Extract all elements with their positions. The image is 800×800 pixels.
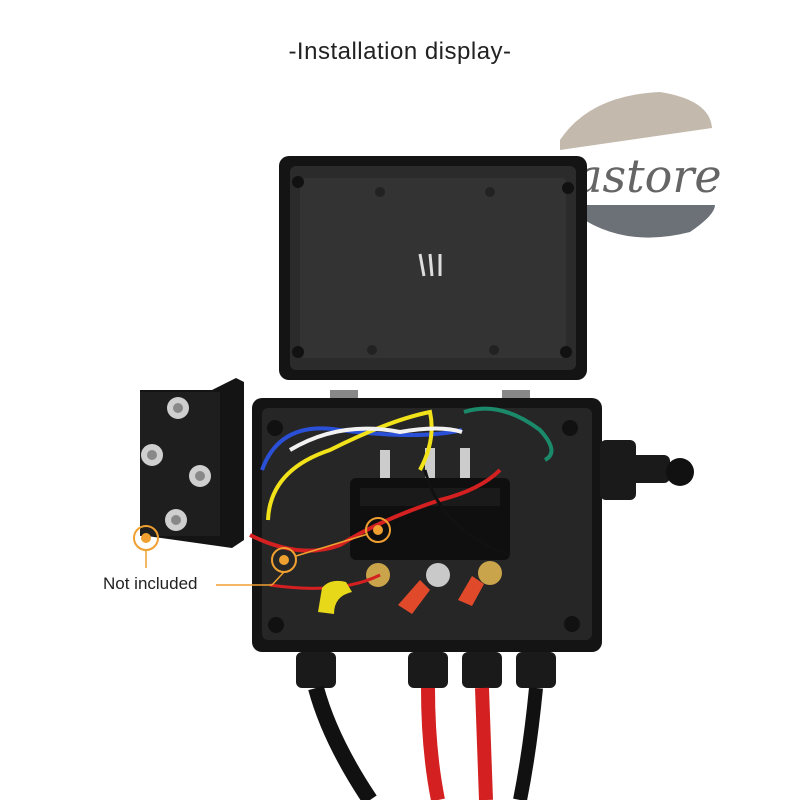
screws-icon (418, 253, 442, 277)
cable-glands (296, 652, 556, 800)
box-lid (279, 156, 587, 380)
switch-knob (600, 440, 694, 500)
page-title: -Installation display- (288, 38, 512, 65)
callout-dot-icon (133, 517, 391, 586)
not-included-label: Not included (103, 574, 198, 593)
terminal-block (140, 378, 244, 548)
